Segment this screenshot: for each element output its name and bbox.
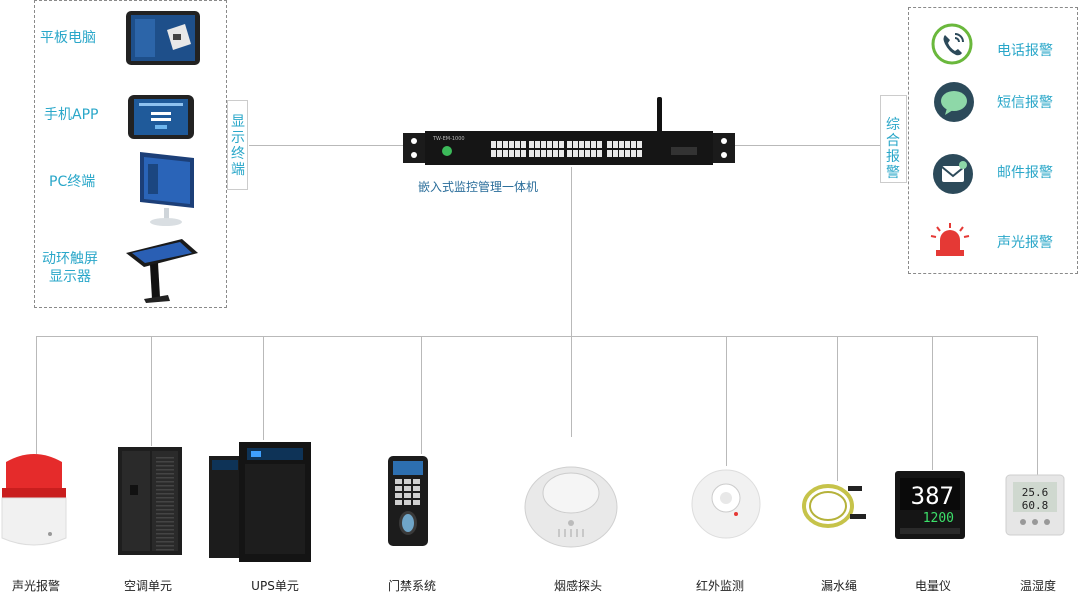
device-label-strobe: 声光报警 <box>12 577 60 594</box>
touch-display-label-line2: 显示器 <box>42 268 98 286</box>
svg-text:TW-EM-1000: TW-EM-1000 <box>432 136 465 142</box>
ups-unit-image <box>209 440 313 564</box>
power-meter-image: 387 1200 <box>894 470 966 540</box>
siren-alarm-label: 声光报警 <box>997 232 1053 252</box>
meter-bottom-value: 1200 <box>923 511 954 526</box>
tablet-label: 平板电脑 <box>40 27 96 47</box>
device-label-infrared: 红外监测 <box>696 577 744 594</box>
bus-line <box>36 336 1038 337</box>
tablet-image <box>125 10 201 66</box>
alarms-title: 综合报警 <box>885 117 901 181</box>
siren-icon <box>930 222 970 258</box>
drop-6 <box>726 336 727 466</box>
drop-3 <box>263 336 264 440</box>
infrared-sensor-image <box>690 468 762 540</box>
device-label-smoke: 烟感探头 <box>554 577 602 594</box>
monitoring-host-device: TW-EM-1000 <box>403 95 735 167</box>
drop-1 <box>36 336 37 454</box>
kiosk-image <box>124 235 200 305</box>
phone-icon <box>931 23 973 65</box>
device-label-leak: 漏水绳 <box>821 577 857 594</box>
mail-icon <box>932 153 974 195</box>
phone-app-label: 手机APP <box>44 104 98 124</box>
device-label-ups: UPS单元 <box>251 577 299 594</box>
device-label-meter: 电量仪 <box>915 577 951 594</box>
phone-alarm-label: 电话报警 <box>997 40 1053 60</box>
smoke-detector-image <box>523 455 619 551</box>
device-label-thermo: 温湿度 <box>1020 577 1056 594</box>
drop-7 <box>837 336 838 481</box>
water-leak-rope-image <box>800 478 872 534</box>
sms-alarm-label: 短信报警 <box>997 92 1053 112</box>
thermo-hum-value: 60.8 <box>1022 499 1049 512</box>
mail-alarm-label: 邮件报警 <box>997 162 1053 182</box>
trunk-line <box>571 167 572 437</box>
access-control-image <box>387 455 429 547</box>
thermo-temp-value: 25.6 <box>1022 486 1049 499</box>
hub-caption: 嵌入式监控管理一体机 <box>418 178 538 195</box>
touch-display-label-line1: 动环触屏 <box>42 250 98 268</box>
meter-top-value: 387 <box>911 482 954 510</box>
connector-left <box>249 145 405 146</box>
touch-display-label: 动环触屏 显示器 <box>42 250 98 286</box>
pc-terminal-label: PC终端 <box>49 171 95 191</box>
phone-image <box>127 94 195 140</box>
drop-9 <box>1037 336 1038 476</box>
thermo-hygrometer-image: 25.6 60.8 <box>1005 474 1065 536</box>
drop-2 <box>151 336 152 446</box>
device-label-access: 门禁系统 <box>388 577 436 594</box>
strobe-alarm-image <box>0 452 68 552</box>
connector-right <box>735 145 880 146</box>
display-terminals-title: 显示终端 <box>230 114 246 178</box>
sms-icon <box>933 81 975 123</box>
drop-8 <box>932 336 933 470</box>
drop-4 <box>421 336 422 454</box>
pc-monitor-image <box>136 150 198 228</box>
device-label-ac: 空调单元 <box>124 577 172 594</box>
ac-unit-image <box>116 445 184 557</box>
